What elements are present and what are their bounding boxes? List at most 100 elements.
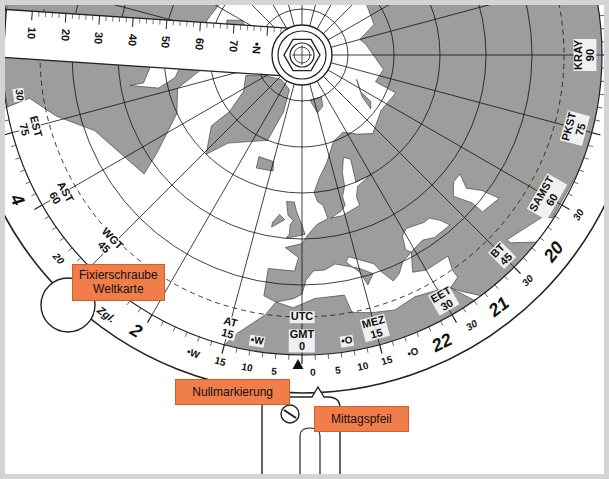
hub — [272, 25, 332, 85]
scale-tick — [548, 227, 552, 230]
scale-tick — [161, 321, 163, 325]
scale-tick — [68, 248, 72, 251]
scale-tick — [328, 354, 329, 359]
scale-ticks — [0, 0, 609, 364]
scale-tick — [210, 341, 212, 346]
map-edge — [2, 0, 602, 355]
scale-tick — [26, 182, 31, 184]
ruler-arm — [3, 10, 304, 77]
scale-tick — [532, 248, 536, 251]
ruler-tick — [119, 17, 120, 22]
scale-tick — [485, 293, 488, 297]
scale-number: UTC — [290, 311, 315, 323]
ruler-tick — [105, 16, 106, 21]
screw-slot — [284, 410, 296, 418]
scale-tick — [584, 158, 589, 160]
ruler-tick — [247, 25, 248, 30]
ruler-tick — [153, 19, 154, 24]
scale-tick — [185, 332, 187, 337]
scale-tick — [31, 194, 35, 196]
scale-tick — [52, 227, 56, 230]
scale-tick — [579, 170, 584, 172]
land-mass — [206, 76, 289, 155]
ruler-tick — [280, 28, 281, 33]
scale-tick — [77, 258, 81, 261]
ruler-tick — [274, 27, 275, 32]
ruler-tick — [31, 11, 33, 20]
scale-tick — [588, 145, 593, 147]
meridian — [309, 82, 379, 345]
ruler-tick — [79, 14, 80, 19]
ruler-tick — [159, 20, 160, 25]
latitude-circle — [210, 0, 394, 147]
ruler-tick — [72, 14, 73, 19]
scale-tick — [592, 133, 601, 135]
scale-tick — [288, 355, 289, 360]
ruler-tick — [126, 17, 127, 22]
ruler-tick — [85, 15, 86, 20]
scale-tick — [555, 216, 559, 219]
scale-tick — [198, 337, 200, 342]
scale-tick — [301, 355, 302, 364]
meridian — [90, 75, 282, 267]
scale-tick — [540, 238, 544, 241]
ruler-number: 30 — [92, 31, 104, 44]
ruler-tick — [260, 26, 261, 31]
callout-text: Nullmarkierung — [192, 385, 273, 399]
land-mass — [272, 214, 285, 227]
callout-box: Nullmarkierung — [175, 379, 290, 405]
ruler-number: 60 — [193, 38, 205, 51]
hub-centre — [290, 43, 314, 67]
scale-number: 5 — [270, 366, 278, 377]
scale-tick — [367, 348, 368, 353]
land-mass — [264, 0, 609, 305]
hub-ring — [272, 25, 332, 85]
ruler-tick — [166, 20, 168, 29]
inland-water — [331, 157, 371, 218]
scale-tick — [495, 285, 498, 289]
ruler-tick — [139, 18, 140, 23]
land-mass — [201, 288, 551, 445]
scale-tick — [173, 327, 175, 332]
scale-tick — [595, 120, 600, 121]
scale-tick — [275, 354, 276, 359]
callout-box: Mittagspfeil — [314, 406, 409, 432]
ruler-tick — [226, 24, 227, 29]
meridian — [322, 0, 514, 35]
scale-tick — [341, 352, 343, 357]
ruler-tick — [179, 21, 180, 26]
meridian — [322, 75, 514, 267]
clamp-screw — [281, 405, 299, 423]
meridian — [316, 79, 452, 315]
scale-number: 5 — [334, 365, 343, 376]
scale-tick — [249, 350, 251, 355]
scale-tick — [138, 308, 141, 312]
callout-text: Fixierschraube Weltkarte — [79, 268, 158, 297]
land-mass — [256, 157, 273, 171]
scale-tick — [514, 267, 520, 273]
ruler-tick — [65, 13, 67, 22]
scale-tick — [463, 308, 466, 312]
ruler-tick — [233, 24, 235, 33]
meridian — [42, 69, 278, 205]
scale-tick — [380, 345, 382, 354]
land-mass — [357, 79, 371, 109]
scale-number: 0 — [309, 367, 317, 378]
scale-tick — [11, 145, 16, 147]
ruler-tick — [253, 26, 254, 31]
inland-water — [402, 218, 450, 252]
ruler-tick — [52, 13, 53, 18]
ruler-tick — [267, 27, 269, 36]
ruler-tick — [186, 21, 187, 26]
scale-tick — [405, 337, 407, 342]
scale-tick — [148, 315, 153, 323]
meridian — [329, 0, 592, 48]
scale-tick — [222, 345, 224, 354]
scale-tick — [441, 321, 443, 325]
meridian — [224, 82, 294, 345]
meridian — [326, 69, 562, 205]
scale-tick — [45, 216, 49, 219]
scale-tick — [60, 238, 64, 241]
scale-tick — [20, 170, 25, 172]
